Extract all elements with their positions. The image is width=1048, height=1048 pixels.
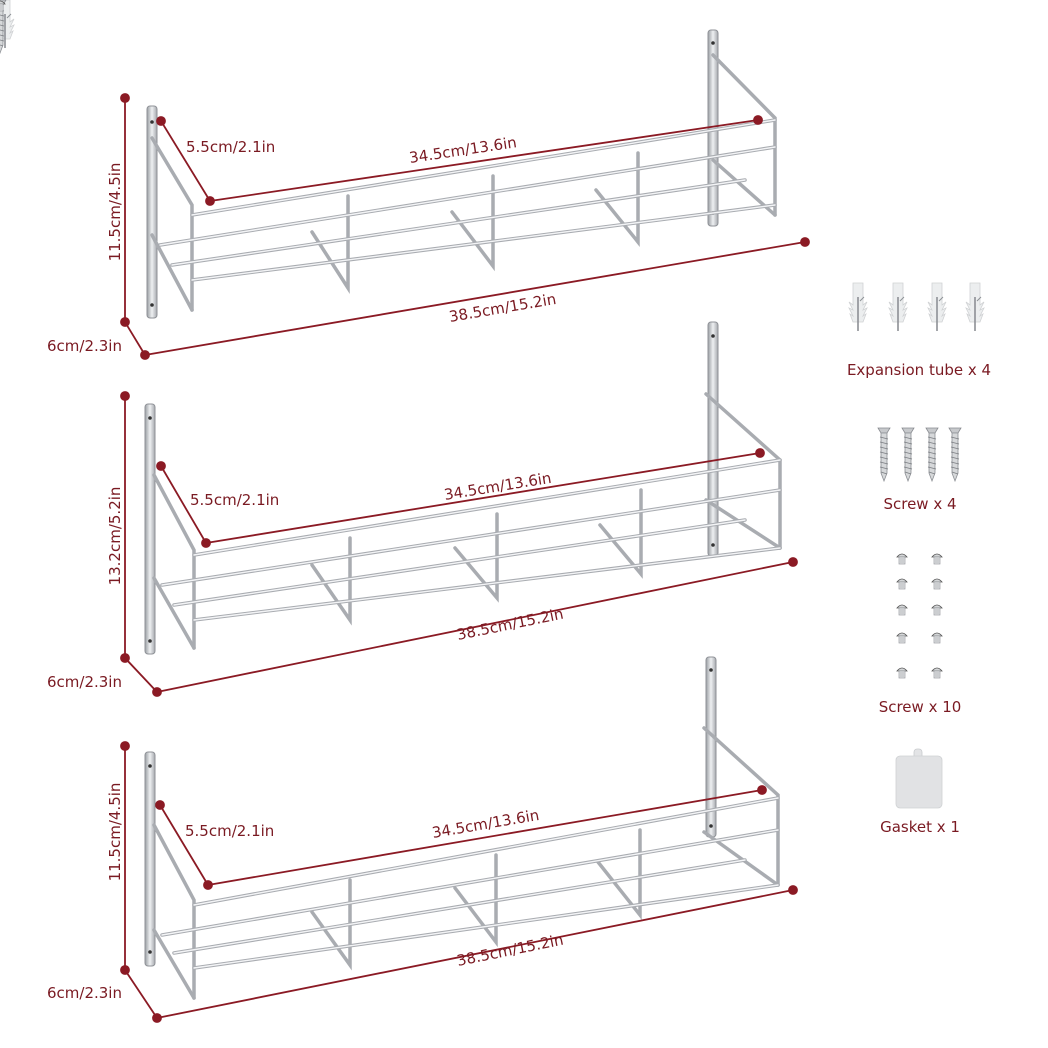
rack-3-wire-frame [144, 656, 780, 1000]
rack-1-inner-length-label: 34.5cm/13.6in [408, 133, 518, 167]
rack-1-outer-length-label: 38.5cm/15.2in [448, 290, 558, 326]
rack-1-dimensions [120, 93, 810, 360]
rack-1-base-depth-label: 6cm/2.3in [47, 337, 122, 355]
rack-3-height-label: 11.5cm/4.5in [106, 783, 124, 882]
gasket-label: Gasket x 1 [880, 818, 960, 836]
rack-1-wire-frame [146, 29, 777, 319]
short-screw-label: Screw x 10 [878, 698, 962, 716]
rack-2-height-label: 13.2cm/5.2in [106, 487, 124, 586]
machine-screw-icon [0, 0, 943, 679]
rack-3-dimensions [120, 741, 798, 1023]
rack-3-base-depth-label: 6cm/2.3in [47, 984, 122, 1002]
rack-3-side-depth-label: 5.5cm/2.1in [185, 822, 274, 840]
rack-1: 11.5cm/4.5in 5.5cm/2.1in 34.5cm/13.6in 6… [47, 29, 810, 360]
long-screw-label: Screw x 4 [883, 495, 957, 513]
rack-2-side-depth-label: 5.5cm/2.1in [190, 491, 279, 509]
gasket-plate-icon [895, 748, 943, 809]
rack-3: 11.5cm/4.5in 5.5cm/2.1in 34.5cm/13.6in 6… [47, 656, 798, 1023]
rack-2-wire-frame [144, 321, 782, 655]
rack-3-outer-length-label: 38.5cm/15.2in [455, 931, 565, 970]
rack-1-side-depth-label: 5.5cm/2.1in [186, 138, 275, 156]
rack-2-base-depth-label: 6cm/2.3in [47, 673, 122, 691]
rack-1-height-label: 11.5cm/4.5in [106, 163, 124, 262]
wood-screw-icon [0, 0, 962, 482]
rack-2-dimensions [120, 391, 798, 697]
expansion-tube-label: Expansion tube x 4 [846, 361, 992, 379]
rack-2-outer-length-label: 38.5cm/15.2in [455, 605, 565, 644]
rack-2: 13.2cm/5.2in 5.5cm/2.1in 34.5cm/13.6in 6… [47, 321, 798, 697]
wall-anchor-icon [0, 0, 985, 332]
